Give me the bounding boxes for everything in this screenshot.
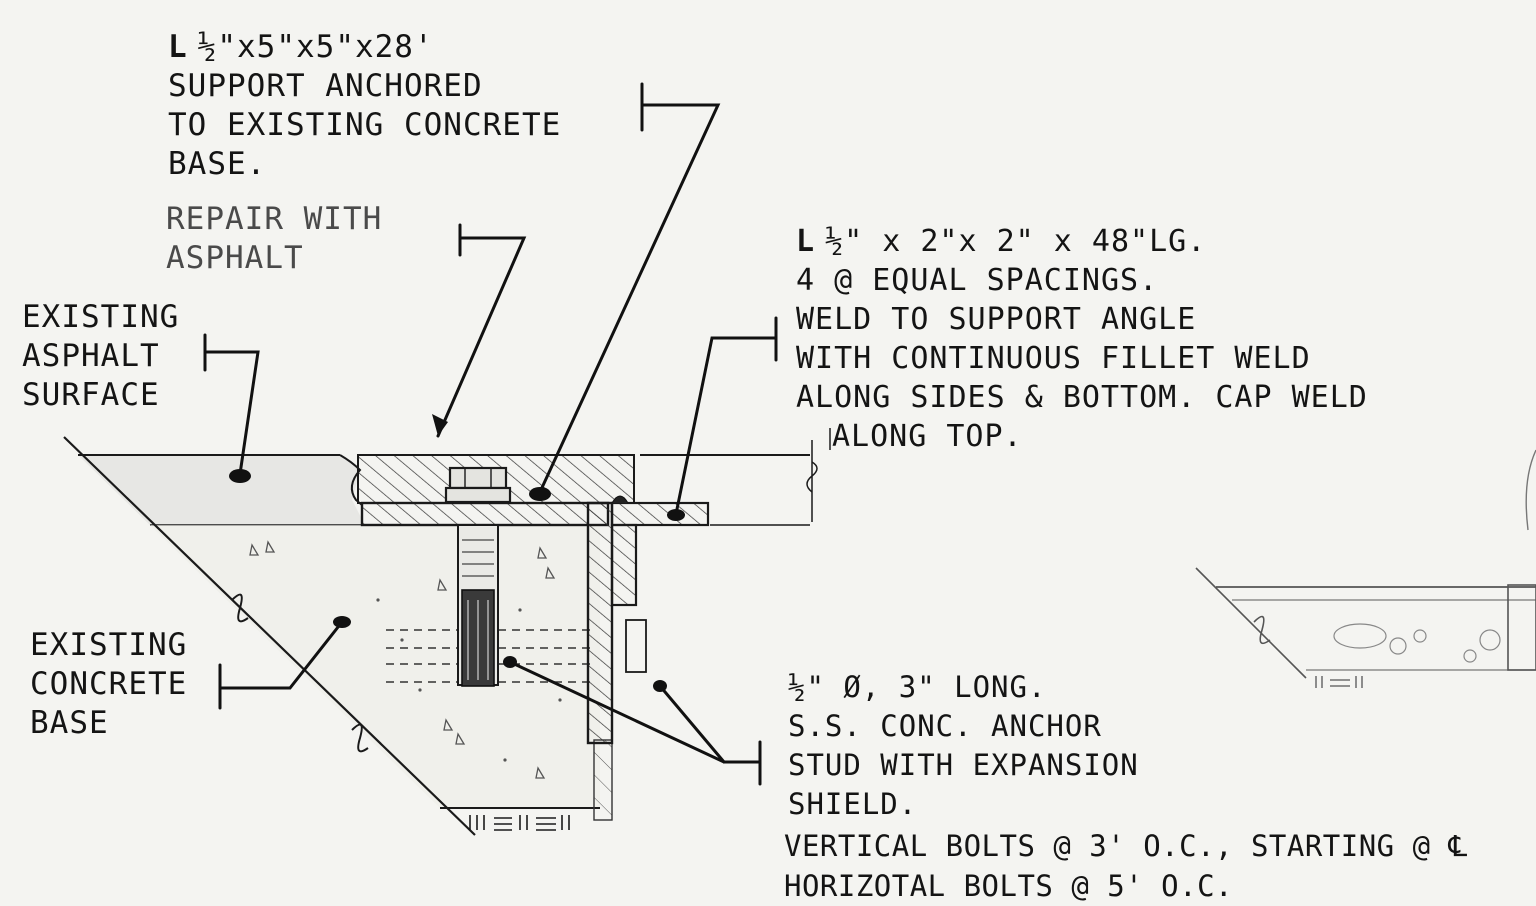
repair-note: REPAIR WITH ASPHALT: [166, 200, 382, 278]
adjacent-detail: [1195, 449, 1536, 688]
small-angle-line-2: WELD TO SUPPORT ANGLE: [796, 302, 1197, 337]
anchor-line-2: S.S. CONC. ANCHOR: [788, 709, 1102, 743]
small-angle-line-3: WITH CONTINUOUS FILLET WELD: [796, 341, 1311, 376]
anchor-note: ½" Ø, 3" LONG. S.S. CONC. ANCHOR STUD WI…: [788, 668, 1139, 824]
concrete-line-3: BASE: [30, 705, 109, 741]
leader-arrow-icon: [432, 414, 448, 436]
asphalt-line-2: ASPHALT: [22, 338, 160, 374]
anchor-stud: [444, 466, 512, 687]
small-angle: [610, 495, 710, 673]
asphalt-surface-note: EXISTING ASPHALT SURFACE: [22, 298, 179, 415]
anchor-line-3: STUD WITH EXPANSION: [788, 748, 1139, 782]
repair-line-1: REPAIR WITH: [166, 201, 383, 237]
support-angle-line-1: SUPPORT ANCHORED: [168, 68, 483, 104]
small-angle-line-1: 4 @ EQUAL SPACINGS.: [796, 263, 1159, 298]
small-angle-line-5: ALONG TOP.: [832, 419, 1023, 454]
concrete-line-2: CONCRETE: [30, 666, 188, 702]
small-angle-line-4: ALONG SIDES & BOTTOM. CAP WELD: [796, 380, 1368, 415]
angle-symbol-icon: L: [796, 224, 816, 259]
concrete-line-1: EXISTING: [30, 627, 188, 663]
concrete-base-note: EXISTING CONCRETE BASE: [30, 626, 187, 743]
support-angle-line-2: TO EXISTING CONCRETE: [168, 107, 562, 143]
anchor-line-4: SHIELD.: [788, 787, 918, 821]
horizontal-bolts-text: HORIZOTAL BOLTS @ 5' O.C.: [784, 869, 1233, 903]
small-angle-note: L ½" x 2"x 2" x 48"LG. 4 @ EQUAL SPACINGS…: [796, 222, 1368, 456]
asphalt-line-3: SURFACE: [22, 377, 160, 413]
repair-line-2: ASPHALT: [166, 240, 304, 276]
leader-dots: [229, 469, 685, 692]
leader-lines: [203, 82, 778, 786]
vertical-bolts-text: VERTICAL BOLTS @ 3' O.C., STARTING @ ℄: [784, 829, 1468, 863]
bolts-note: VERTICAL BOLTS @ 3' O.C., STARTING @ ℄ H…: [784, 826, 1468, 906]
angle-symbol-icon: L: [168, 29, 188, 65]
anchor-line-1: ½" Ø, 3" LONG.: [788, 670, 1047, 704]
small-angle-size: ½" x 2"x 2" x 48"LG.: [825, 224, 1207, 259]
asphalt-line-1: EXISTING: [22, 299, 180, 335]
support-angle-size: ½"x5"x5"x28': [197, 29, 434, 65]
break-line: [806, 440, 818, 522]
support-angle-line-3: BASE.: [168, 146, 267, 182]
